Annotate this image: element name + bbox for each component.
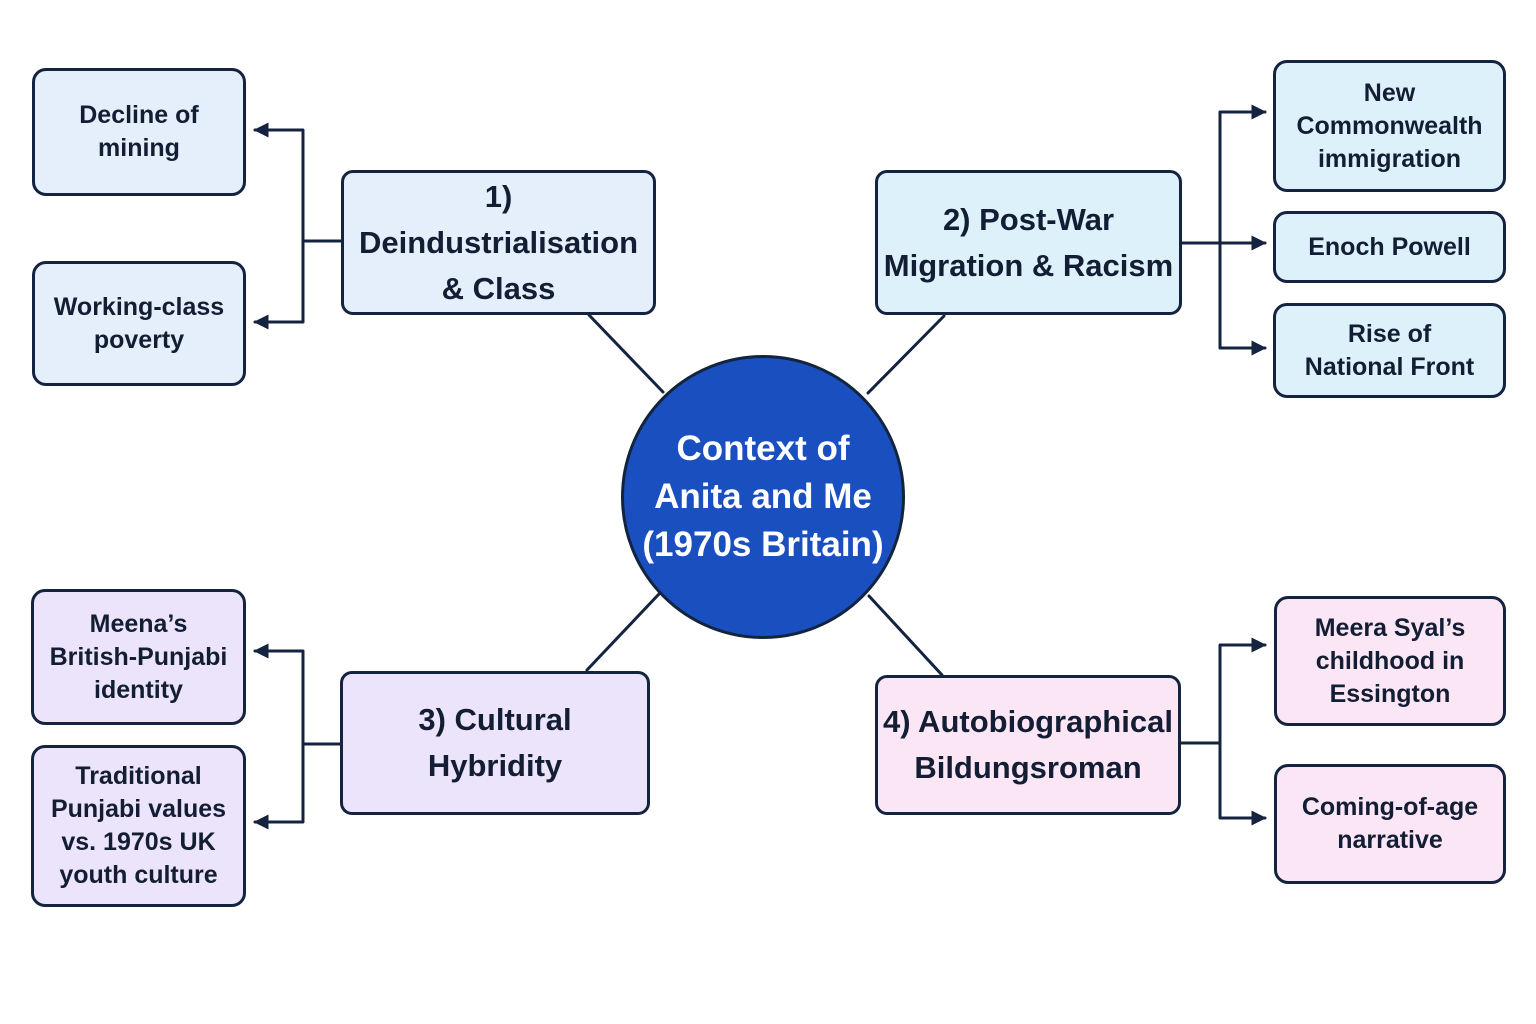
leaf-rise-of-national-front: Rise of National Front bbox=[1273, 303, 1506, 398]
leaf-british-punjabi-label: Meena’s British-Punjabi identity bbox=[49, 609, 228, 704]
branch-hybridity-label: 3) Cultural Hybridity bbox=[418, 702, 572, 783]
branch-autobiographical-bildungsroman: 4) Autobiographical Bildungsroman bbox=[875, 675, 1181, 815]
leaf-working-class-poverty-label: Working-class poverty bbox=[53, 292, 225, 354]
central-topic-label: Context of Anita and Me (1970s Britain) bbox=[642, 429, 884, 564]
arrow-traditional-values bbox=[253, 742, 305, 830]
branch-cultural-hybridity: 3) Cultural Hybridity bbox=[340, 671, 650, 815]
arrow-syal-childhood bbox=[1218, 637, 1267, 745]
leaf-new-commonwealth-immigration: New Commonwealth immigration bbox=[1273, 60, 1506, 192]
link-center-hybridity bbox=[585, 592, 661, 672]
arrow-working-class-poverty bbox=[253, 239, 305, 330]
leaf-enoch-powell: Enoch Powell bbox=[1273, 211, 1506, 283]
arrow-national-front bbox=[1218, 241, 1267, 356]
arrow-new-commonwealth bbox=[1218, 104, 1267, 245]
leaf-syal-childhood-essington: Meera Syal’s childhood in Essington bbox=[1274, 596, 1506, 726]
leaf-coming-of-age-label: Coming-of-age narrative bbox=[1301, 793, 1479, 854]
leaf-working-class-poverty: Working-class poverty bbox=[32, 261, 246, 386]
branch-bildungsroman-label: 4) Autobiographical Bildungsroman bbox=[883, 704, 1173, 785]
branch-post-war-migration-racism: 2) Post-War Migration & Racism bbox=[875, 170, 1182, 315]
link-center-bildungsroman bbox=[867, 594, 944, 677]
leaf-british-punjabi-identity: Meena’s British-Punjabi identity bbox=[31, 589, 246, 725]
leaf-decline-of-mining: Decline of mining bbox=[32, 68, 246, 196]
central-topic-node: Context of Anita and Me (1970s Britain) bbox=[621, 355, 905, 639]
leaf-enoch-powell-label: Enoch Powell bbox=[1308, 232, 1471, 261]
arrow-coming-of-age bbox=[1218, 741, 1267, 826]
arrow-british-punjabi-identity bbox=[253, 643, 305, 746]
branch-migration-label: 2) Post-War Migration & Racism bbox=[883, 201, 1174, 283]
leaf-new-commonwealth-label: New Commonwealth immigration bbox=[1296, 78, 1483, 173]
link-center-deindustrialisation bbox=[587, 313, 665, 394]
leaf-decline-of-mining-label: Decline of mining bbox=[79, 101, 199, 162]
link-center-migration bbox=[866, 314, 946, 395]
branch-deindustrialisation-class: 1) Deindustrialisation & Class bbox=[341, 170, 656, 315]
leaf-national-front-label: Rise of National Front bbox=[1304, 319, 1475, 381]
branch-deindustrialisation-label: 1) Deindustrialisation & Class bbox=[358, 178, 639, 306]
leaf-traditional-values-label: Traditional Punjabi values vs. 1970s UK … bbox=[50, 762, 227, 889]
arrow-decline-of-mining bbox=[253, 122, 305, 243]
leaf-syal-childhood-label: Meera Syal’s childhood in Essington bbox=[1314, 613, 1466, 708]
leaf-traditional-values-vs-youth-culture: Traditional Punjabi values vs. 1970s UK … bbox=[31, 745, 246, 907]
leaf-coming-of-age-narrative: Coming-of-age narrative bbox=[1274, 764, 1506, 884]
